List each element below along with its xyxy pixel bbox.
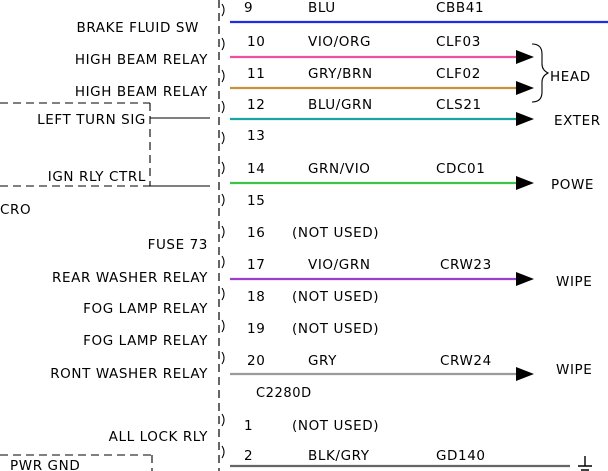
label-high-beam-relay-1: HIGH BEAM RELAY bbox=[75, 52, 208, 68]
wire-color-label: BLU/GRN bbox=[308, 97, 373, 113]
circuit-label: CBB41 bbox=[436, 0, 484, 16]
wire-color-label: VIO/ORG bbox=[308, 34, 371, 50]
head-brace bbox=[531, 43, 550, 103]
label-front-washer-relay: RONT WASHER RELAY bbox=[50, 366, 208, 382]
pin-number: 19 bbox=[247, 321, 265, 337]
wire-pin-20-arrow-icon bbox=[516, 367, 534, 381]
pin-12: 12 BLU/GRN CLS21 EXTER bbox=[247, 97, 601, 129]
wire-color-label: (NOT USED) bbox=[292, 289, 379, 305]
pin-number: 16 bbox=[247, 225, 265, 241]
label-pwr-gnd: PWR GND bbox=[10, 458, 80, 471]
circuit-label: CDC01 bbox=[436, 161, 485, 177]
pin-number: 11 bbox=[247, 66, 265, 82]
wire-color-label: (NOT USED) bbox=[292, 321, 379, 337]
label-ign-rly-ctrl: IGN RLY CTRL bbox=[48, 169, 146, 185]
connector-label: C2280D bbox=[256, 386, 312, 401]
destination-label: POWE bbox=[551, 177, 594, 193]
label-high-beam-relay-2: HIGH BEAM RELAY bbox=[75, 84, 208, 100]
wire-color-label: GRN/VIO bbox=[308, 161, 371, 177]
pin-10: 10 VIO/ORG CLF03 bbox=[247, 34, 481, 50]
destination-label: WIPE bbox=[556, 362, 592, 378]
pin-18: 18 (NOT USED) bbox=[247, 289, 379, 305]
pin-number: 12 bbox=[247, 97, 265, 113]
label-rear-washer-relay: REAR WASHER RELAY bbox=[52, 270, 208, 286]
wire-color-label: (NOT USED) bbox=[292, 418, 379, 434]
connector-pin-brackets bbox=[221, 3, 225, 459]
pin-13: 13 bbox=[247, 128, 265, 144]
wire-pin-17-arrow-icon bbox=[516, 272, 534, 286]
pin-19: 19 (NOT USED) bbox=[247, 321, 379, 337]
destination-label: EXTER bbox=[554, 113, 601, 129]
circuit-label: CRW23 bbox=[440, 257, 492, 273]
wire-pin-12-arrow-icon bbox=[516, 112, 534, 126]
wire-color-label: VIO/GRN bbox=[308, 257, 371, 273]
label-fog-lamp-relay-2: FOG LAMP RELAY bbox=[83, 333, 208, 349]
pin-1: 1 (NOT USED) bbox=[244, 418, 379, 434]
pin-15: 15 bbox=[247, 193, 265, 209]
pin-14: 14 GRN/VIO CDC01 POWE bbox=[247, 161, 594, 193]
ground-icon bbox=[578, 456, 592, 471]
wire-color-label: GRY/BRN bbox=[308, 66, 373, 82]
pin-number: 15 bbox=[247, 193, 265, 209]
wire-color-label: BLK/GRY bbox=[308, 448, 370, 464]
wire-pin-11-arrow-icon bbox=[516, 81, 534, 95]
pin-2: 2 BLK/GRY GD140 bbox=[244, 448, 486, 464]
pin-number: 10 bbox=[247, 34, 265, 50]
label-fog-lamp-relay-1: FOG LAMP RELAY bbox=[83, 301, 208, 317]
label-brake-fluid-sw: BRAKE FLUID SW bbox=[77, 20, 199, 36]
circuit-label: CLF03 bbox=[436, 34, 481, 50]
pin-number: 17 bbox=[247, 257, 265, 273]
pin-number: 1 bbox=[244, 418, 253, 434]
left-component-outlines bbox=[0, 102, 210, 471]
label-fuse-73: FUSE 73 bbox=[148, 237, 208, 253]
pin-20: 20 GRY CRW24 WIPE bbox=[247, 353, 592, 378]
pin-number: 13 bbox=[247, 128, 265, 144]
pin-9: 9 BLU CBB41 bbox=[244, 0, 484, 16]
wire-color-label: BLU bbox=[308, 0, 336, 16]
circuit-label: CLS21 bbox=[436, 97, 482, 113]
circuit-label: CLF02 bbox=[436, 66, 481, 82]
circuit-label: GD140 bbox=[436, 448, 486, 464]
destination-label: WIPE bbox=[556, 274, 592, 290]
pin-number: 18 bbox=[247, 289, 265, 305]
pin-17: 17 VIO/GRN CRW23 WIPE bbox=[247, 257, 592, 290]
label-cro: CRO bbox=[0, 202, 31, 218]
pin-11: 11 GRY/BRN CLF02 bbox=[247, 66, 481, 82]
pin-number: 14 bbox=[247, 161, 265, 177]
pin-number: 9 bbox=[244, 0, 253, 16]
pin-number: 20 bbox=[247, 353, 265, 369]
wire-color-label: GRY bbox=[308, 353, 337, 369]
pin-16: 16 (NOT USED) bbox=[247, 225, 379, 241]
pin-number: 2 bbox=[244, 448, 253, 464]
wire-group bbox=[230, 20, 608, 468]
wire-color-label: (NOT USED) bbox=[292, 225, 379, 241]
wire-pin-10-arrow-icon bbox=[516, 50, 534, 64]
circuit-label: CRW24 bbox=[440, 353, 492, 369]
label-left-turn-sig: LEFT TURN SIG bbox=[37, 112, 146, 128]
wire-pin-14-arrow-icon bbox=[516, 176, 534, 190]
head-label: HEAD bbox=[550, 69, 591, 85]
label-all-lock-rly: ALL LOCK RLY bbox=[109, 429, 209, 445]
